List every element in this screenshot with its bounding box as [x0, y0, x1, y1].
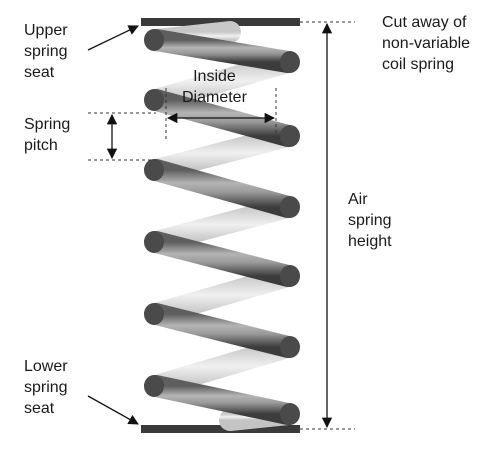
lower-spring-seat	[141, 425, 300, 433]
coil-end-caps	[144, 29, 300, 425]
front-coils	[145, 29, 299, 425]
guide-lines	[88, 21, 355, 430]
upper-seat-pointer	[87, 25, 139, 51]
lower-seat-pointer	[87, 395, 139, 425]
